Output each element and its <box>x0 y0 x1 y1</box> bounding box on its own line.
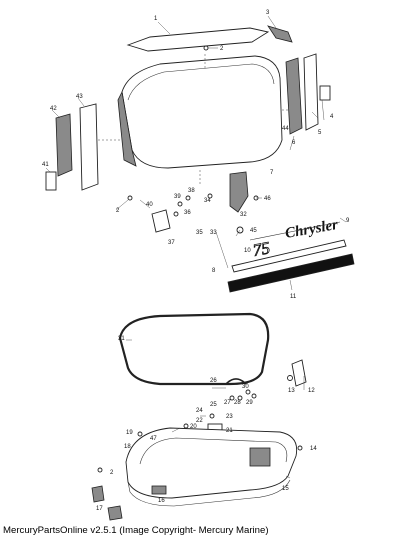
label-33: 33 <box>210 230 217 236</box>
lower-cowl-inner <box>139 437 288 465</box>
label-1: 1 <box>154 16 158 22</box>
label-14: 14 <box>310 446 317 452</box>
label-9: 9 <box>346 218 350 224</box>
label-6: 6 <box>292 140 296 146</box>
label-4: 4 <box>330 114 334 120</box>
side-bracket-6 <box>285 57 303 135</box>
cowl-top-strip <box>126 27 270 52</box>
latch-bracket-32 <box>229 171 249 213</box>
label-26: 26 <box>210 378 217 384</box>
label-36: 36 <box>184 210 191 216</box>
label-5: 5 <box>318 130 322 136</box>
label-34: 34 <box>204 198 211 204</box>
screw-39b <box>251 393 257 399</box>
label-25: 25 <box>210 402 217 408</box>
bracket-12 <box>291 359 307 387</box>
clip-16 <box>151 485 167 495</box>
label-13: 13 <box>288 388 295 394</box>
stripe-11 <box>227 253 355 293</box>
label-2b: 2 <box>116 208 120 214</box>
screw-39 <box>177 201 183 207</box>
top-cowl-side <box>117 90 137 167</box>
brand-decal: Chrysler <box>284 217 339 242</box>
handle-26 <box>225 378 247 385</box>
stripe-8 <box>231 239 347 273</box>
screw-27 <box>229 395 235 401</box>
label-7: 7 <box>270 170 274 176</box>
label-2c: 2 <box>110 470 114 476</box>
label-40: 40 <box>146 202 153 208</box>
screw-2a <box>203 45 209 51</box>
label-20: 20 <box>190 424 197 430</box>
label-17: 17 <box>96 506 103 512</box>
label-37: 37 <box>168 240 175 246</box>
leader-lines <box>45 15 347 479</box>
screw-34 <box>207 193 213 199</box>
label-21: 21 <box>226 428 233 434</box>
side-bracket-5 <box>303 53 319 131</box>
label-22: 22 <box>196 418 203 424</box>
latch-plate-41 <box>45 171 57 191</box>
label-31: 31 <box>118 336 125 342</box>
label-39: 39 <box>174 194 181 200</box>
screw-2c <box>97 467 103 473</box>
screw-36 <box>173 211 179 217</box>
label-45: 45 <box>250 228 257 234</box>
label-46: 46 <box>264 196 271 202</box>
label-29: 29 <box>246 400 253 406</box>
lower-cowl-base <box>127 479 291 507</box>
cowl-seal-31 <box>118 312 270 386</box>
label-32: 32 <box>240 212 247 218</box>
clip-17 <box>91 485 105 503</box>
label-42: 42 <box>50 106 57 112</box>
screw-28 <box>237 395 243 401</box>
screw-38 <box>185 195 191 201</box>
lower-cowl-15 <box>125 427 298 499</box>
label-3: 3 <box>266 10 270 16</box>
latch-housing <box>249 447 271 467</box>
top-cowl-rim <box>127 63 275 101</box>
label-43: 43 <box>76 94 83 100</box>
grommet-10 <box>107 505 123 521</box>
screw-23 <box>209 413 215 419</box>
screw-14 <box>297 445 303 451</box>
label-11: 11 <box>290 294 297 300</box>
latch-arm-37 <box>151 209 171 233</box>
label-18: 18 <box>124 444 131 450</box>
side-panel-43 <box>79 103 99 191</box>
label-41: 41 <box>42 162 49 168</box>
label-19: 19 <box>126 430 133 436</box>
screw-19 <box>137 431 143 437</box>
label-28: 28 <box>234 400 241 406</box>
label-38: 38 <box>188 188 195 194</box>
label-16: 16 <box>158 498 165 504</box>
label-35: 35 <box>196 230 203 236</box>
stripe-9 <box>249 221 341 241</box>
label-8: 8 <box>212 268 216 274</box>
label-47: 47 <box>150 436 157 442</box>
label-15: 15 <box>282 486 289 492</box>
image-caption: MercuryPartsOnline v2.5.1 (Image Copyrig… <box>3 525 269 536</box>
decal-plate-4 <box>319 85 331 101</box>
label-12: 12 <box>308 388 315 394</box>
cowl-clip <box>267 25 293 43</box>
model-decal: 75 <box>251 238 271 260</box>
washer-13 <box>287 375 293 381</box>
label-44: 44 <box>282 126 289 132</box>
top-cowl <box>121 55 283 169</box>
label-2a: 2 <box>220 46 224 52</box>
label-23: 23 <box>226 414 233 420</box>
label-10: 10 <box>244 248 251 254</box>
label-27: 27 <box>224 400 231 406</box>
label-24: 24 <box>196 408 203 414</box>
label-30: 30 <box>242 384 249 390</box>
screw-30 <box>245 389 251 395</box>
intake-grille-42 <box>55 113 73 177</box>
screw-2b <box>127 195 133 201</box>
screw-20 <box>183 423 189 429</box>
